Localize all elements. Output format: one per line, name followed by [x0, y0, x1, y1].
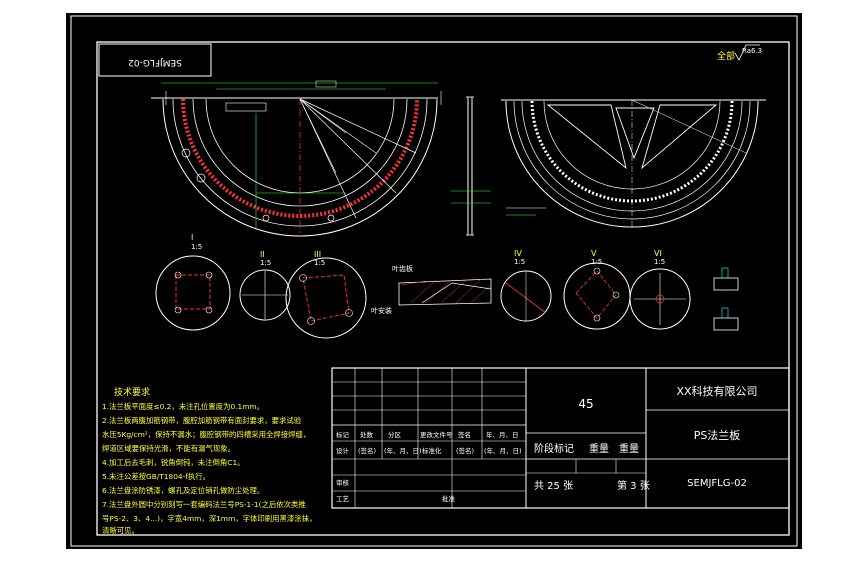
tech-item-8: 7.法兰盘外圆中分别刻写一套编码法兰号PS-1-1(之后依次类推	[102, 500, 306, 509]
rev-header-doc: 更改文件号	[420, 430, 453, 439]
tech-item-3: 水压5Kg/cm²，保持不漏水；腹腔钢带的四槽采用全焊接焊缝，	[102, 430, 310, 439]
inner-border	[96, 41, 790, 536]
roughness-mark: 全部	[717, 50, 735, 62]
section-label-vi: VI	[654, 249, 662, 258]
sheet-no: 第 3 张	[617, 479, 650, 492]
tech-item-9: 号PS-2、3、4...)，字宽4mm，深1mm，字体印刷用黑漆涂抹，	[102, 514, 316, 523]
tech-requirements-title: 技术要求	[114, 386, 150, 398]
section-scale-ii: 1:5	[260, 259, 271, 267]
weight-label: 重量	[589, 442, 609, 455]
flange-front-view	[151, 80, 442, 237]
part-name: PS法兰板	[694, 428, 741, 442]
rev-header-zone: 分区	[388, 430, 402, 439]
tech-item-2: 2.法兰板两腹加筋钢带，腹腔加筋钢带有面封要求，要求试验	[102, 416, 302, 425]
design-sign: (签名)	[358, 446, 376, 455]
roughness-symbol-icon	[734, 44, 760, 61]
standard-date: (年、月、日)	[484, 446, 522, 455]
approve-label: 批准	[442, 494, 456, 503]
tech-item-1: 1.法兰板平面度≤0.2，未注孔位置度为0.1mm。	[102, 402, 264, 411]
tech-item-4: 焊道区域要保持光滑，不能有漏气现象。	[102, 444, 235, 453]
section-scale-vi: 1:5	[654, 258, 665, 266]
rev-header-mark: 标记	[336, 430, 350, 439]
scale-label: 重量	[619, 442, 639, 455]
tech-item-7: 6.法兰盘涂防锈漆，螺孔及定位销孔做防尘处理。	[102, 486, 264, 495]
rev-header-sign: 签名	[458, 430, 471, 439]
outer-border	[70, 15, 798, 547]
section-label-v: V	[591, 249, 597, 258]
section-scale-iv: 1:5	[514, 258, 525, 266]
design-label: 设计	[336, 446, 350, 455]
section-label-ii: II	[260, 250, 265, 259]
tech-item-6: 5.未注公差按GB/T1804-f执行。	[102, 472, 210, 481]
title-block: 标记 处数 分区 更改文件号 签名 年、月、日 设计 (签名) (年、月、日) …	[331, 367, 790, 509]
standard-sign: (签名)	[456, 446, 474, 455]
quantity: 45	[578, 397, 593, 411]
stage-mark-label: 阶段标记	[534, 442, 574, 455]
design-date: (年、月、日)	[384, 446, 422, 455]
section-scale-iii: 1:5	[314, 259, 325, 267]
section-scale-v: 1:5	[591, 258, 602, 266]
process-label: 工艺	[336, 495, 350, 503]
mirrored-drawing-code: SEMJFLG-02	[128, 57, 182, 67]
section-scale-i: 1:5	[191, 243, 202, 251]
detail-views	[155, 255, 739, 339]
tech-item-10: 清晰可见。	[102, 526, 139, 535]
roughness-value: Ra6.3	[742, 47, 762, 55]
drawing-sheet: SEMJFLG-02 全部 Ra6.3	[66, 13, 802, 549]
standard-label: 标准化	[422, 446, 442, 455]
review-label: 审核	[336, 478, 350, 487]
section-label-iv: IV	[514, 249, 522, 258]
sheets-total: 共 25 张	[534, 480, 573, 492]
rev-header-count: 处数	[360, 430, 374, 439]
tech-requirements: 技术要求 1.法兰板平面度≤0.2，未注孔位置度为0.1mm。 2.法兰板两腹加…	[102, 386, 316, 535]
engineering-drawing: SEMJFLG-02 全部 Ra6.3	[70, 15, 798, 547]
flange-side-view	[451, 96, 491, 236]
drawing-number: SEMJFLG-02	[687, 478, 747, 489]
flange-back-view	[501, 99, 766, 228]
leaf-label: 叶齿板	[392, 264, 413, 273]
company-name: XX科技有限公司	[676, 384, 757, 398]
code-box	[98, 43, 212, 77]
section-label-iii: III	[314, 250, 321, 259]
section-label-i: I	[191, 233, 193, 242]
tech-item-5: 4.加工后去毛刺，锐角倒钝，未注倒角C1。	[102, 458, 245, 467]
rev-header-date: 年、月、日	[486, 430, 519, 439]
install-label: 叶安装	[371, 306, 392, 315]
